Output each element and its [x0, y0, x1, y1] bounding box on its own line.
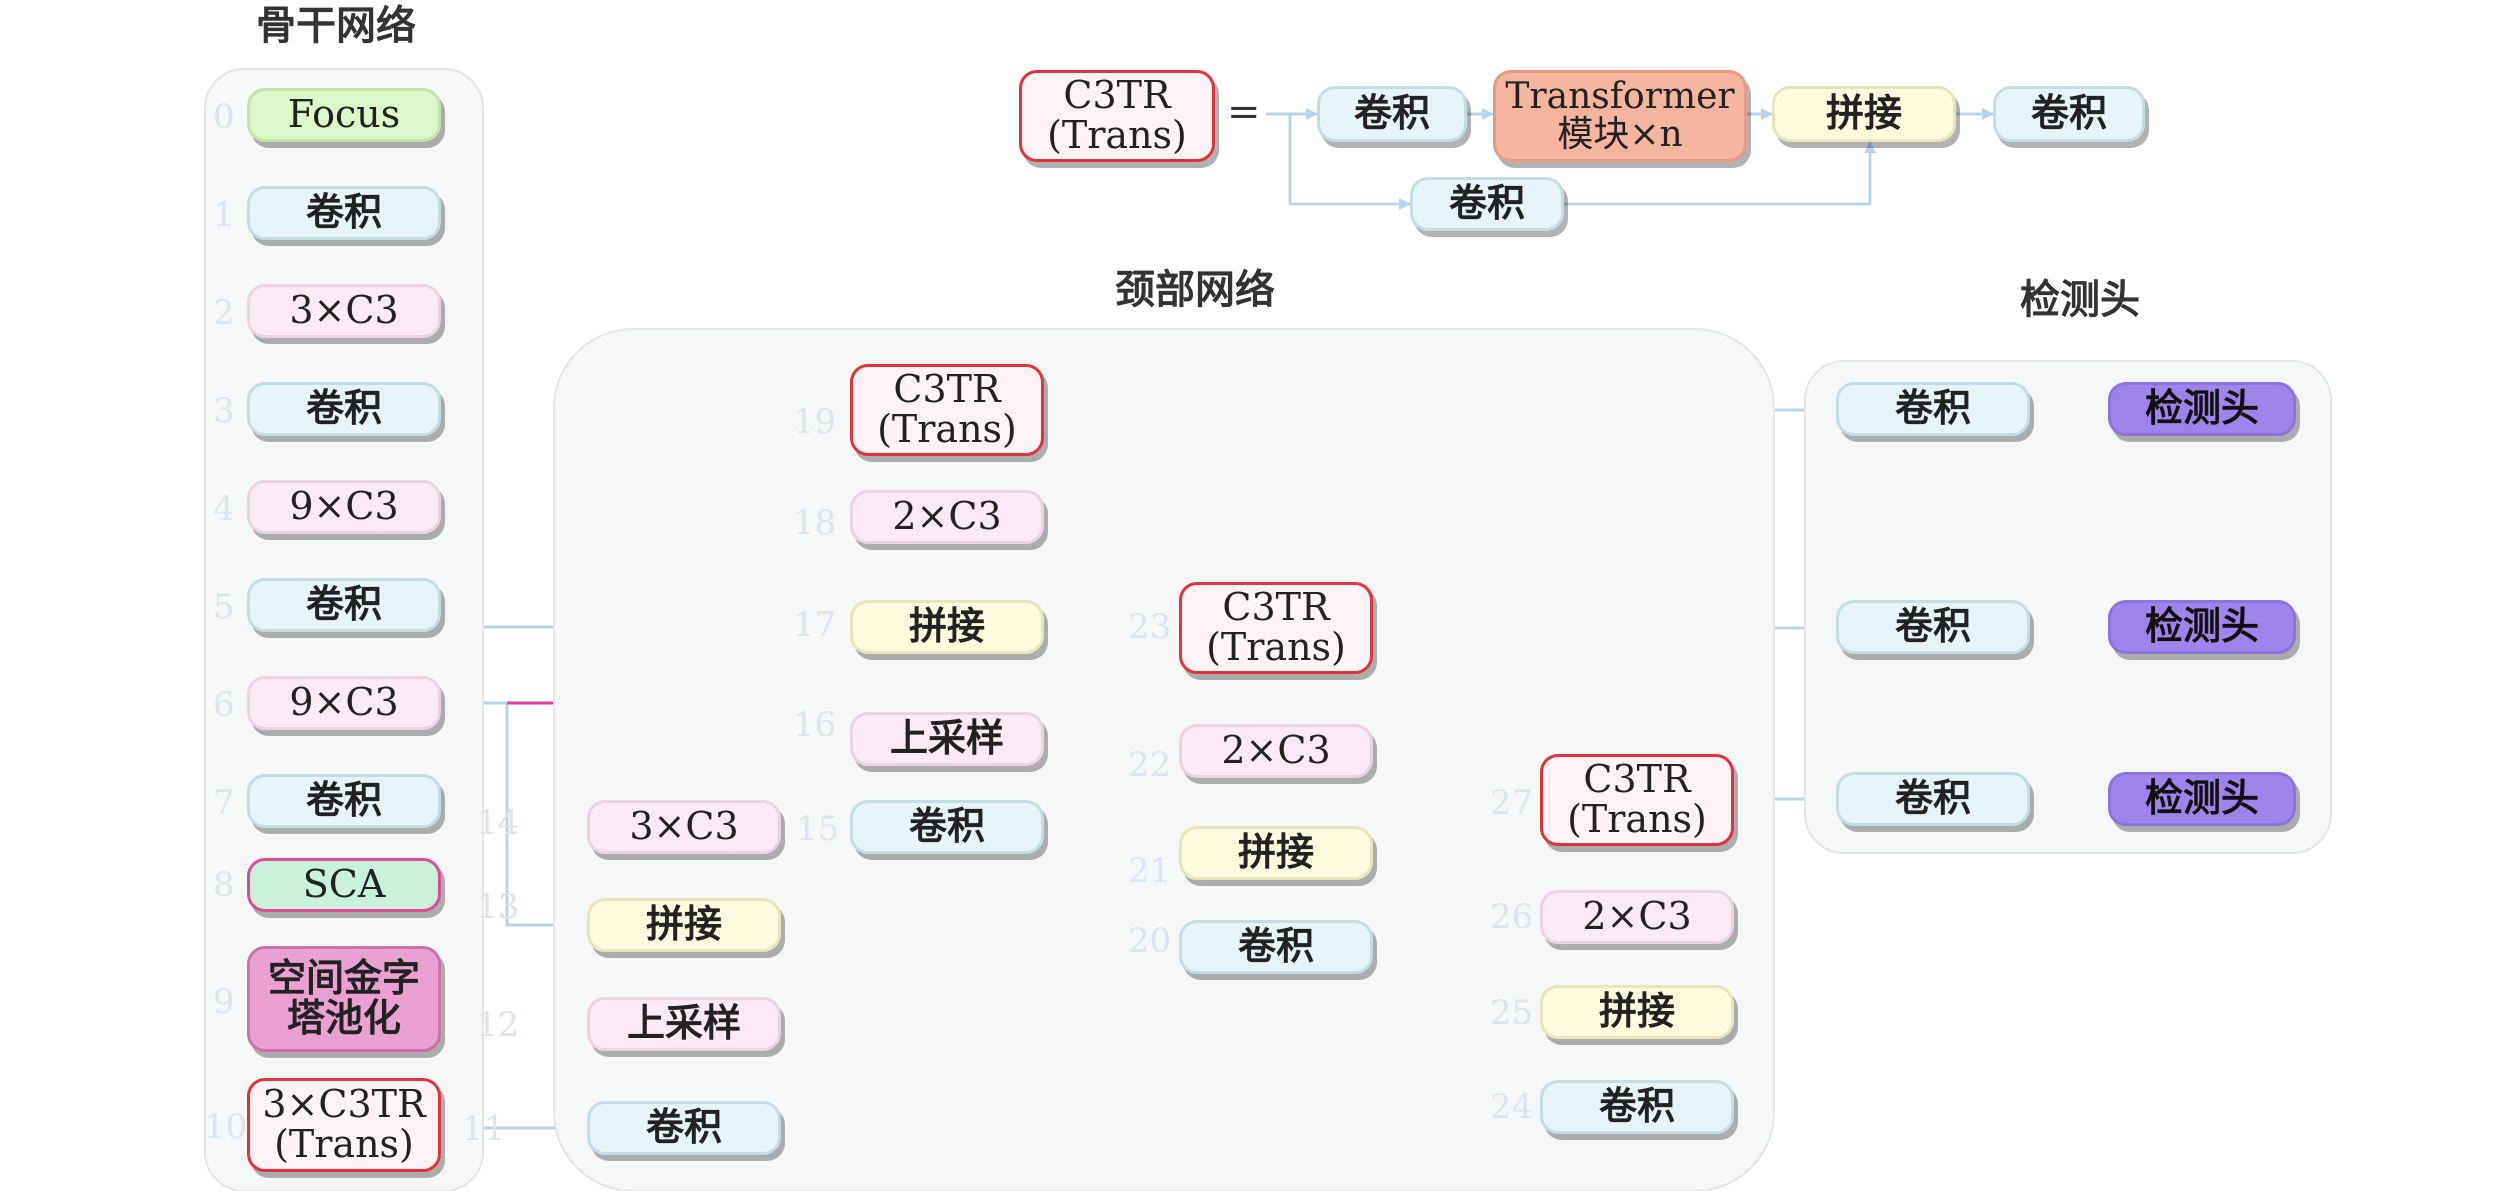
c3-node: 2×C3 — [850, 490, 1044, 544]
conv-node: 卷积 — [247, 186, 441, 240]
index-label: 13 — [476, 887, 520, 927]
index-label: 17 — [793, 605, 837, 645]
conv-node: 卷积 — [1540, 1080, 1734, 1134]
index-label: 20 — [1128, 921, 1172, 961]
legend-skip-arrow — [1288, 114, 1411, 210]
legend-conv-a: 卷积 — [1317, 86, 1467, 142]
index-label: 12 — [476, 1005, 520, 1045]
index-label: 6 — [213, 685, 235, 725]
index-label: 23 — [1128, 607, 1172, 647]
legend-conv-c: 卷积 — [1993, 86, 2145, 142]
head-conv-node: 卷积 — [1836, 600, 2030, 654]
index-label: 21 — [1128, 851, 1172, 891]
c3-node: 9×C3 — [247, 480, 441, 534]
c3tr-node: C3TR (Trans) — [1179, 582, 1373, 674]
head-conv-node: 卷积 — [1836, 382, 2030, 436]
concat-node: 拼接 — [850, 600, 1044, 654]
index-label: 19 — [793, 402, 837, 442]
index-label: 15 — [796, 809, 840, 849]
index-label: 7 — [213, 783, 235, 823]
legend-transformer-block: Transformer 模块×n — [1493, 70, 1747, 162]
index-label: 8 — [213, 865, 235, 905]
legend-equals: = — [1227, 89, 1261, 135]
backbone-title: 骨干网络 — [256, 3, 416, 49]
focus-node: Focus — [247, 88, 441, 142]
concat-node: 拼接 — [587, 898, 781, 952]
index-label: 3 — [213, 391, 235, 431]
c3tr-node: 3×C3TR (Trans) — [247, 1078, 441, 1172]
c3-node: 2×C3 — [1179, 724, 1373, 778]
sca-node: SCA — [247, 858, 441, 912]
concat-node: 拼接 — [1540, 985, 1734, 1039]
detect-node: 检测头 — [2108, 382, 2296, 436]
legend-concat: 拼接 — [1772, 86, 1956, 142]
c3tr-node: C3TR (Trans) — [850, 364, 1044, 456]
index-label: 5 — [213, 587, 235, 627]
index-label: 9 — [213, 982, 235, 1022]
c3-node: 2×C3 — [1540, 890, 1734, 944]
c3-node: 3×C3 — [587, 800, 781, 854]
upsample-node: 上采样 — [850, 712, 1044, 766]
conv-node: 卷积 — [247, 578, 441, 632]
head-title: 检测头 — [2020, 277, 2140, 323]
legend-skip-arrow — [1564, 141, 1876, 206]
index-label: 18 — [793, 503, 837, 543]
index-label: 25 — [1490, 993, 1534, 1033]
spp-node: 空间金字 塔池化 — [247, 946, 441, 1052]
index-label: 0 — [213, 97, 235, 137]
index-label: 16 — [793, 705, 837, 745]
index-label: 14 — [476, 803, 520, 843]
detect-node: 检测头 — [2108, 772, 2296, 826]
conv-node: 卷积 — [850, 800, 1044, 854]
index-label: 2 — [213, 293, 235, 333]
index-label: 1 — [213, 195, 235, 235]
neck-title: 颈部网络 — [1115, 267, 1275, 313]
conv-node: 卷积 — [247, 774, 441, 828]
index-label: 4 — [213, 489, 235, 529]
index-label: 22 — [1128, 745, 1172, 785]
concat-node: 拼接 — [1179, 826, 1373, 880]
index-label: 10 — [204, 1107, 248, 1147]
index-label: 27 — [1490, 783, 1534, 823]
conv-node: 卷积 — [1179, 920, 1373, 974]
c3tr-node: C3TR (Trans) — [1540, 754, 1734, 846]
index-label: 26 — [1490, 897, 1534, 937]
legend-c3tr: C3TR (Trans) — [1019, 70, 1215, 162]
index-label: 24 — [1490, 1087, 1534, 1127]
conv-node: 卷积 — [587, 1101, 781, 1155]
detect-node: 检测头 — [2108, 600, 2296, 654]
legend-conv-b: 卷积 — [1410, 177, 1564, 231]
head-conv-node: 卷积 — [1836, 772, 2030, 826]
conv-node: 卷积 — [247, 382, 441, 436]
c3-node: 9×C3 — [247, 676, 441, 730]
c3-node: 3×C3 — [247, 284, 441, 338]
upsample-node: 上采样 — [587, 997, 781, 1051]
index-label: 11 — [462, 1109, 506, 1149]
